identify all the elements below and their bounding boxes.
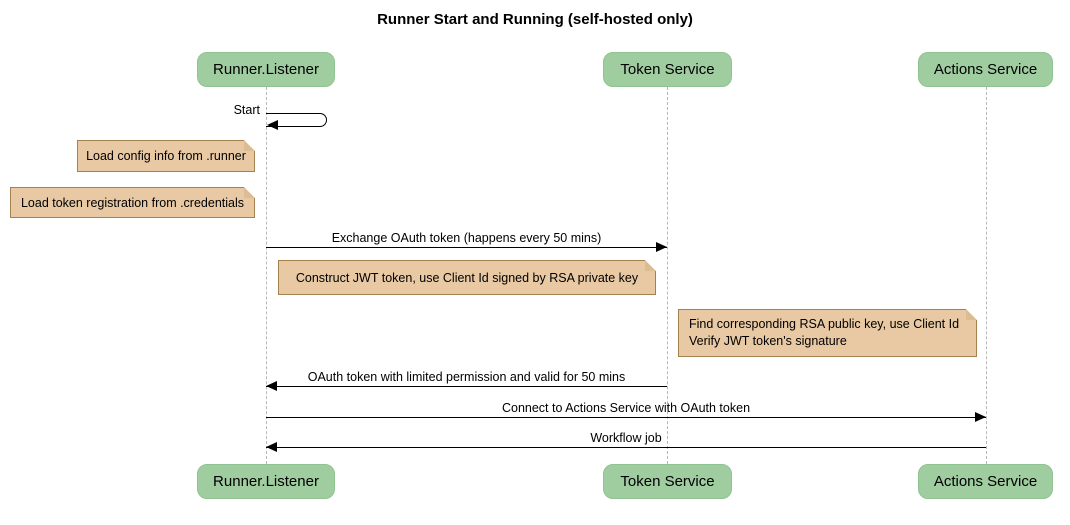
message-label-start: Start <box>233 103 260 117</box>
arrowhead-left-icon <box>266 381 277 391</box>
participant-token-service-top: Token Service <box>603 52 732 87</box>
note-load-token-registration: Load token registration from .credential… <box>10 187 255 218</box>
diagram-title: Runner Start and Running (self-hosted on… <box>377 11 693 28</box>
arrowhead-right-icon <box>656 242 667 252</box>
note-load-config: Load config info from .runner <box>77 140 255 172</box>
arrowhead-right-icon <box>975 412 986 422</box>
note-construct-jwt: Construct JWT token, use Client Id signe… <box>278 260 656 295</box>
note-text: Load config info from .runner <box>86 149 246 163</box>
participant-label: Runner.Listener <box>213 473 319 490</box>
participant-label: Token Service <box>620 473 715 490</box>
message-line <box>266 386 667 387</box>
participant-token-service-bottom: Token Service <box>603 464 732 499</box>
message-label-workflow-job: Workflow job <box>590 431 662 445</box>
lifeline-token-service <box>667 87 668 464</box>
message-label-exchange-oauth: Exchange OAuth token (happens every 50 m… <box>331 231 602 245</box>
lifeline-actions-service <box>986 87 987 464</box>
participant-label: Actions Service <box>933 473 1038 490</box>
participant-actions-service-top: Actions Service <box>918 52 1053 87</box>
arrowhead-left-icon <box>266 442 277 452</box>
participant-runner-listener-top: Runner.Listener <box>197 52 335 87</box>
message-line <box>266 447 986 448</box>
message-label-connect-actions: Connect to Actions Service with OAuth to… <box>501 401 751 415</box>
participant-label: Token Service <box>620 61 715 78</box>
participant-label: Runner.Listener <box>213 61 319 78</box>
note-text: Find corresponding RSA public key, use C… <box>689 317 960 348</box>
message-label-oauth-token: OAuth token with limited permission and … <box>307 370 626 384</box>
participant-runner-listener-bottom: Runner.Listener <box>197 464 335 499</box>
message-line <box>266 417 986 418</box>
note-text: Load token registration from .credential… <box>20 195 245 210</box>
note-verify-jwt: Find corresponding RSA public key, use C… <box>678 309 977 357</box>
participant-actions-service-bottom: Actions Service <box>918 464 1053 499</box>
participant-label: Actions Service <box>933 61 1038 78</box>
lifeline-runner-listener <box>266 87 267 464</box>
note-text: Construct JWT token, use Client Id signe… <box>295 270 639 285</box>
self-message-arrow <box>266 113 327 127</box>
message-line <box>266 247 667 248</box>
arrowhead-left-icon <box>267 120 278 130</box>
